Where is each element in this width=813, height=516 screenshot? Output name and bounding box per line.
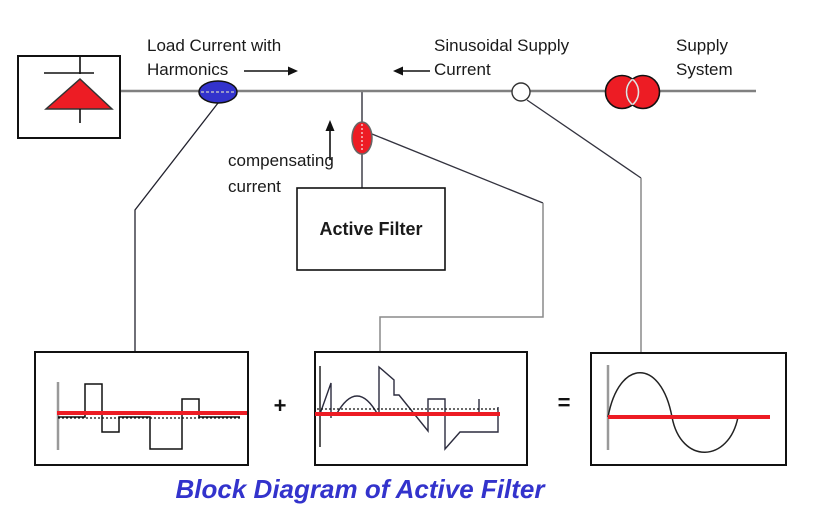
label-load-current-line2: Harmonics <box>147 60 229 79</box>
label-supply-system-line2: System <box>676 60 733 79</box>
label-compensating-current: compensating current <box>228 148 334 200</box>
plus-operator: + <box>273 393 287 418</box>
wire-load-sensor-to-left-plot <box>134 102 219 352</box>
load-current-sensor-icon <box>198 80 238 104</box>
compensating-current-arrow-icon <box>325 120 335 160</box>
label-compensating-line1: compensating <box>228 151 334 170</box>
label-load-current: Load Current with Harmonics <box>147 34 281 82</box>
load-waveform-box <box>34 351 249 466</box>
wire-comp-sensor-diagonal <box>371 133 544 204</box>
rectifier-icon <box>44 57 114 123</box>
label-supply-current-line2: Current <box>434 60 491 79</box>
label-supply-current-line1: Sinusoidal Supply <box>434 36 570 55</box>
wire-supply-node-diagonal <box>526 99 642 179</box>
active-filter-label: Active Filter <box>319 218 423 239</box>
label-supply-current: Sinusoidal Supply Current <box>434 34 569 82</box>
active-filter-box <box>296 187 446 271</box>
supply-current-arrow-icon <box>393 66 430 76</box>
supply-waveform-box <box>590 352 787 466</box>
wire-comp-sensor-to-middle-plot <box>379 203 544 352</box>
label-supply-system-line1: Supply <box>676 36 728 55</box>
label-supply-system: Supply System <box>676 34 733 82</box>
load-waveform-trace <box>58 383 240 450</box>
page-title: Block Diagram of Active Filter <box>175 474 545 504</box>
load-current-arrow-icon <box>244 66 298 76</box>
compensating-current-sensor-icon <box>351 121 373 155</box>
transformer-icon <box>604 74 661 110</box>
label-load-current-line1: Load Current with <box>147 36 282 55</box>
supply-node-icon <box>511 82 531 102</box>
equals-operator: = <box>557 390 571 415</box>
label-compensating-line2: current <box>228 177 281 196</box>
